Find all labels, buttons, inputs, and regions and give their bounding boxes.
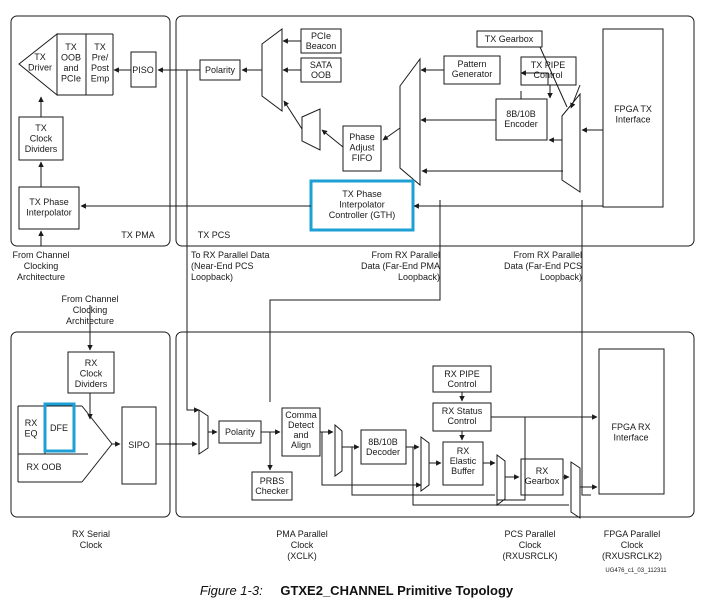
sipo-label: SIPO <box>128 440 150 450</box>
tx-mux-left <box>261 28 283 112</box>
dfe-label: DFE <box>50 423 68 433</box>
tx-mux-right <box>561 92 581 193</box>
rx-pcs-section <box>175 331 695 518</box>
tx-polarity-label: Polarity <box>205 65 236 75</box>
rx-mux-after-buffer <box>496 454 506 506</box>
tx-gearbox-label: TX Gearbox <box>485 34 534 44</box>
tx-pma-label: TX PMA <box>121 230 155 240</box>
fpga-rx-interface-box <box>598 348 665 495</box>
rx-polarity-label: Polarity <box>225 427 256 437</box>
tx-pcs-label: TX PCS <box>198 230 231 240</box>
tx-driver-shape <box>18 32 58 97</box>
rx-oob-label: RX OOB <box>26 462 61 472</box>
rx-mux-output <box>570 461 581 519</box>
dfe-highlight <box>43 402 76 453</box>
tx-pma-section <box>10 15 171 247</box>
rx-mux-buffer <box>420 436 430 492</box>
figure-caption: Figure 1-3: GTXE2_CHANNEL Primitive Topo… <box>0 583 713 598</box>
phase-adjust-fifo-box <box>342 125 382 172</box>
prbs-checker-box <box>251 471 293 501</box>
tx-pcs-section <box>175 15 695 247</box>
tx-mux-small <box>301 108 321 151</box>
figure-title: GTXE2_CHANNEL Primitive Topology <box>280 583 514 598</box>
tx-gearbox-box <box>476 30 543 48</box>
tx-phase-interpolator-box <box>18 186 80 230</box>
tx-mux-center <box>399 57 421 187</box>
fpga-tx-interface-box <box>602 28 664 208</box>
figure-number: Figure 1-3: <box>199 583 263 598</box>
doc-id-label: UG476_c1_03_112311 <box>605 568 667 574</box>
rx-mux-decoder <box>334 423 343 477</box>
piso-label: PISO <box>132 65 154 75</box>
rx-clock-dividers-box <box>67 351 115 394</box>
rx-mux-input <box>198 409 209 455</box>
sipo-box <box>121 406 157 485</box>
